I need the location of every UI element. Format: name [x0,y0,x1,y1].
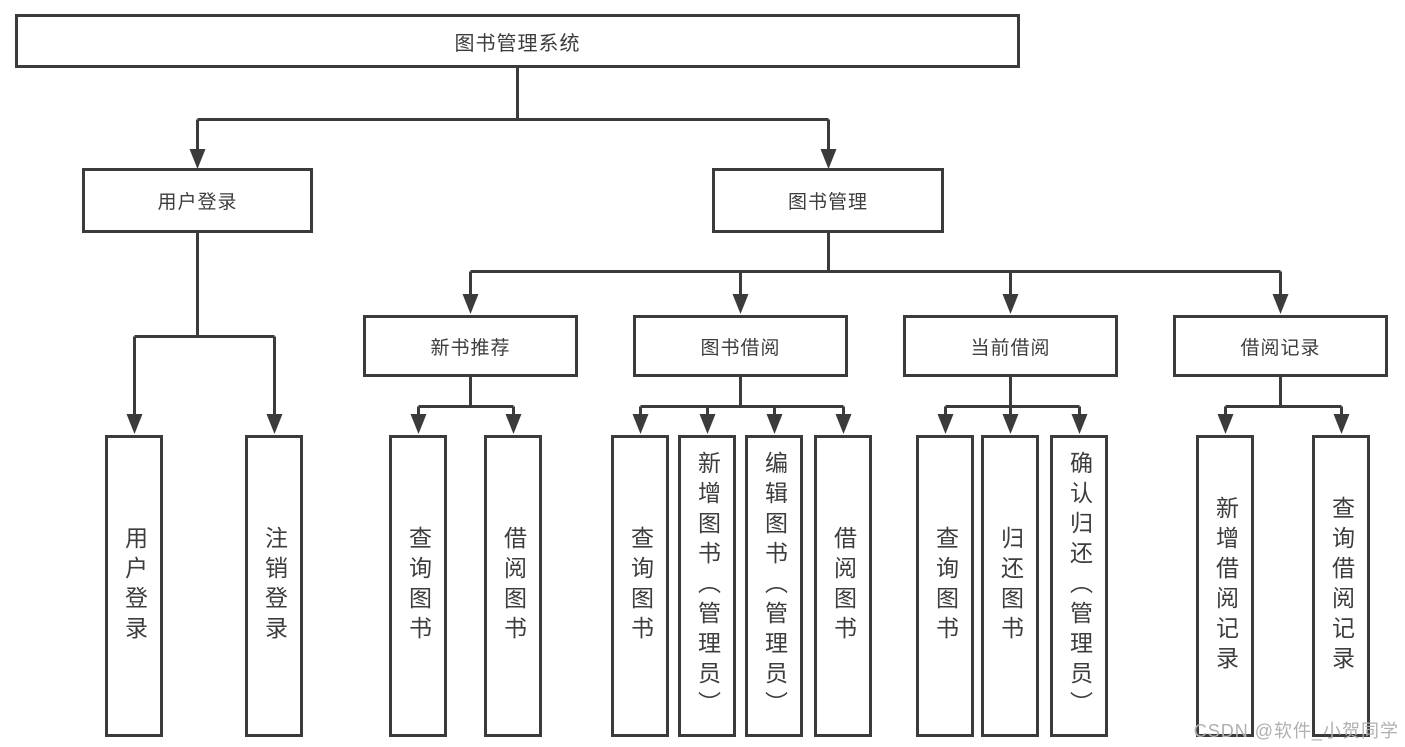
leaf-borrow-books: 借阅图书 [814,435,872,737]
node-user-login: 用户登录 [82,168,313,233]
node-label: 当前借阅 [970,337,1051,359]
leaf-label: 查询借阅记录 [1328,496,1355,676]
leaf-query-books: 查询图书 [916,435,974,737]
leaf-logout: 注销登录 [245,435,303,737]
node-borrowing-records: 借阅记录 [1173,315,1388,377]
leaf-label: 用户登录 [121,526,148,646]
connector-mgmt-to-level3 [462,231,1289,314]
leaf-label: 借阅图书 [830,526,857,646]
node-label: 用户登录 [157,192,238,213]
node-label: 图书管理系统 [454,32,581,55]
leaf-label: 注销登录 [261,526,288,646]
leaf-label: 借阅图书 [500,526,527,646]
leaf-query-books: 查询图书 [389,435,447,737]
leaf-add-books-admin: 新增图书（管理员） [678,435,736,737]
leaf-query-borrow-record: 查询借阅记录 [1312,435,1370,737]
connector-login-to-leaves [126,231,283,434]
leaf-label: 新增图书（管理员） [694,451,721,721]
node-label: 借阅记录 [1240,337,1321,359]
node-new-book-recommend: 新书推荐 [363,315,578,377]
connector-current-to-leaves [937,375,1088,434]
leaf-label: 查询图书 [932,526,959,646]
leaf-add-borrow-record: 新增借阅记录 [1196,435,1254,737]
leaf-label: 新增借阅记录 [1212,496,1239,676]
connector-borrow-to-leaves [632,375,852,434]
leaf-label: 归还图书 [997,526,1024,646]
leaf-edit-books-admin: 编辑图书（管理员） [745,435,803,737]
leaf-label: 查询图书 [627,526,654,646]
leaf-confirm-return-admin: 确认归还（管理员） [1050,435,1108,737]
leaf-label: 编辑图书（管理员） [761,451,788,721]
node-current-borrowing: 当前借阅 [903,315,1118,377]
leaf-user-login: 用户登录 [105,435,163,737]
node-label: 新书推荐 [430,337,511,359]
node-root-system: 图书管理系统 [15,14,1020,68]
connector-root-to-level2 [189,66,837,169]
node-label: 图书借阅 [700,337,781,359]
connector-newbook-to-leaves [410,375,522,434]
leaf-borrow-books: 借阅图书 [484,435,542,737]
connector-records-to-leaves [1217,375,1350,434]
leaf-label: 确认归还（管理员） [1066,451,1093,721]
node-book-borrowing: 图书借阅 [633,315,848,377]
leaf-label: 查询图书 [405,526,432,646]
csdn-watermark: CSDN @软件_小贺同学 [1193,721,1399,741]
leaf-return-books: 归还图书 [981,435,1039,737]
node-label: 图书管理 [787,192,868,213]
leaf-query-books: 查询图书 [611,435,669,737]
node-book-management: 图书管理 [712,168,944,233]
